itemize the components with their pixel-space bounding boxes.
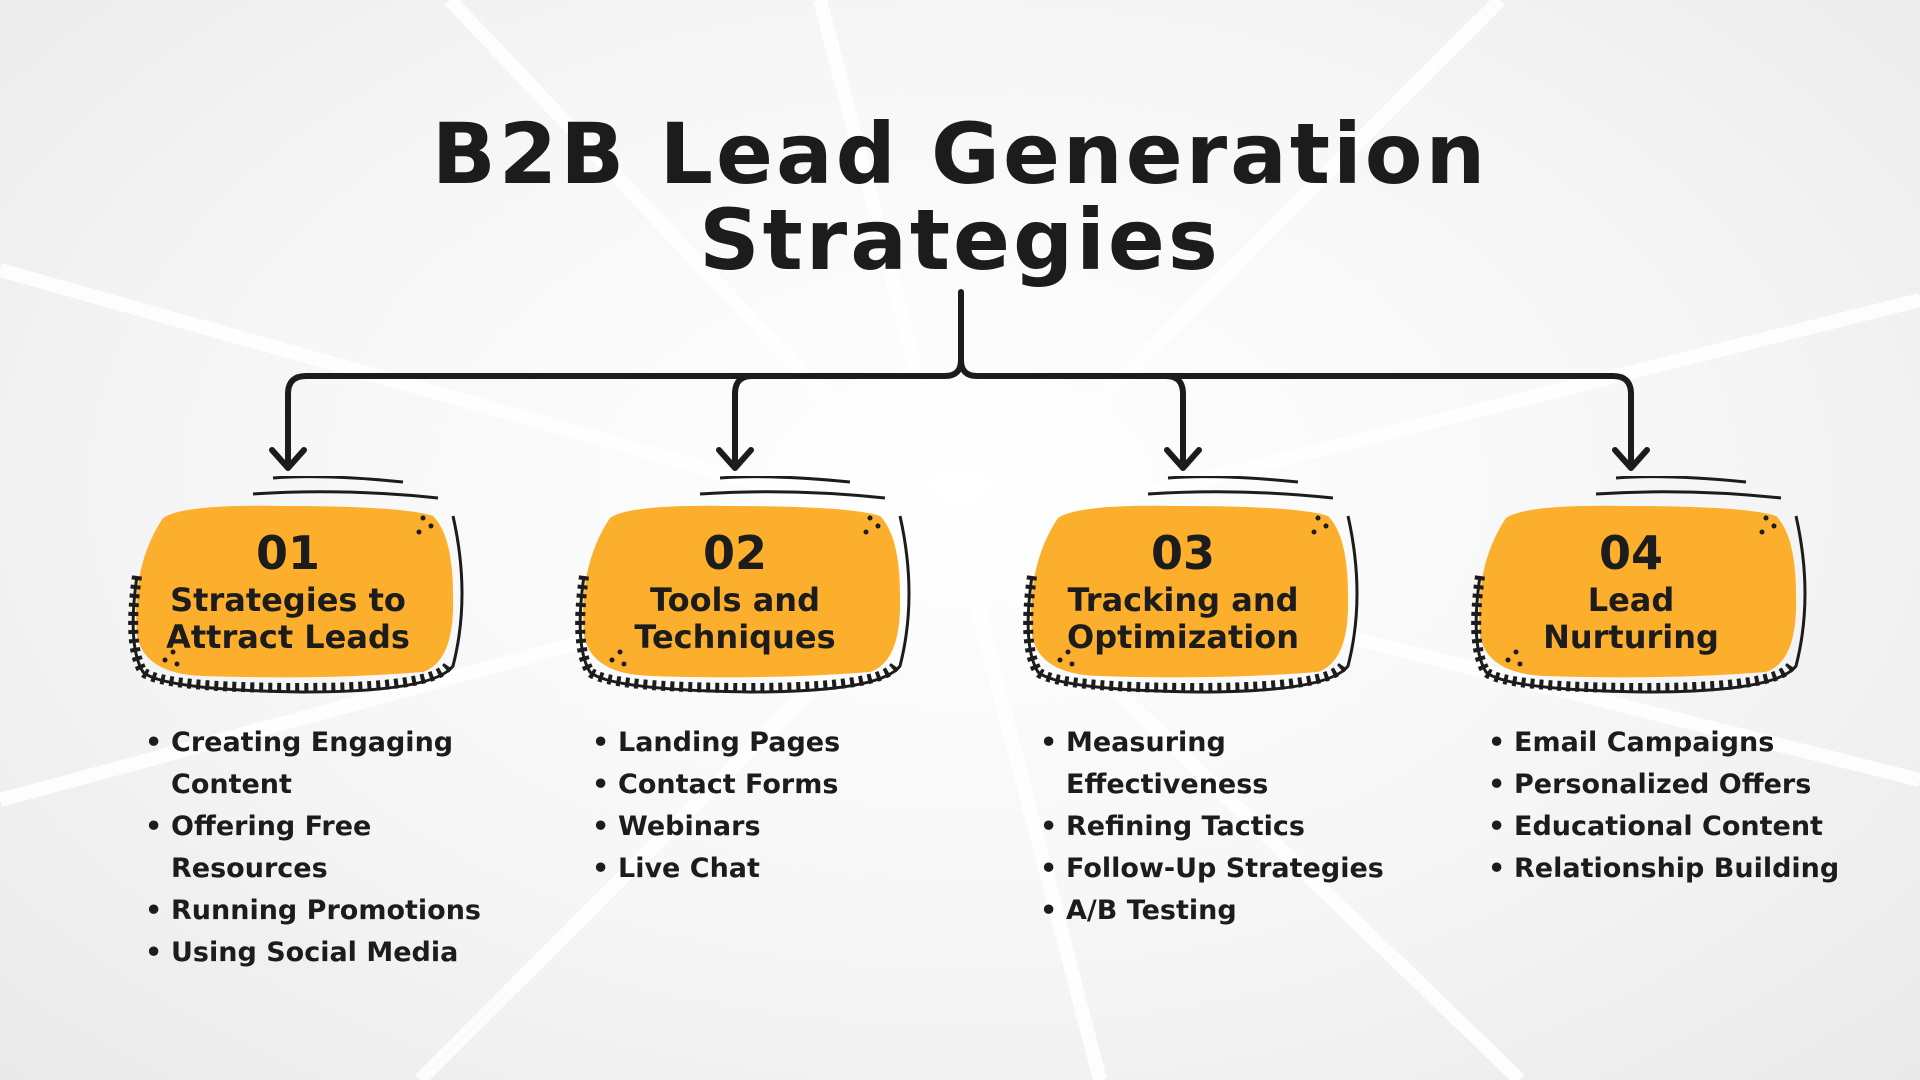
card-title-line1: Lead <box>1587 581 1675 619</box>
list-item: Using Social Media <box>145 932 507 974</box>
card-title-line1: Strategies to <box>170 581 406 619</box>
list-item: Running Promotions <box>145 890 507 932</box>
page-title-line1: B2B Lead Generation <box>431 105 1489 203</box>
card-title-line2: Nurturing <box>1543 618 1719 656</box>
card-number: 03 <box>1150 526 1215 580</box>
list-item: Personalized Offers <box>1488 764 1850 806</box>
list-item: Refining Tactics <box>1040 806 1402 848</box>
card-title-line1: Tools and <box>650 581 820 619</box>
list-item: Relationship Building <box>1488 848 1850 890</box>
list-item: Educational Content <box>1488 806 1850 848</box>
bullet-list-02: Landing PagesContact FormsWebinarsLive C… <box>592 722 954 890</box>
card-title-line2: Optimization <box>1067 618 1299 656</box>
bullet-list-04: Email CampaignsPersonalized OffersEducat… <box>1488 722 1850 890</box>
list-item: Landing Pages <box>592 722 954 764</box>
list-item: Creating Engaging Content <box>145 722 507 806</box>
list-item: Webinars <box>592 806 954 848</box>
card-number: 01 <box>255 526 320 580</box>
list-item: Offering Free Resources <box>145 806 507 890</box>
list-item: Live Chat <box>592 848 954 890</box>
card-number: 04 <box>1598 526 1663 580</box>
card-shape <box>575 476 911 694</box>
list-item: Follow-Up Strategies <box>1040 848 1402 890</box>
page-title-line2: Strategies <box>699 191 1221 289</box>
bullet-list-01: Creating Engaging ContentOffering Free R… <box>145 722 507 974</box>
card-number: 02 <box>702 526 767 580</box>
card-shape <box>1471 476 1807 694</box>
card-shape <box>128 476 464 694</box>
bullet-list-03: Measuring EffectivenessRefining TacticsF… <box>1040 722 1402 932</box>
card-title-line1: Tracking and <box>1067 581 1299 619</box>
list-item: A/B Testing <box>1040 890 1402 932</box>
card-shape <box>1023 476 1359 694</box>
card-title-line2: Attract Leads <box>166 618 410 656</box>
list-item: Contact Forms <box>592 764 954 806</box>
card-title-line2: Techniques <box>634 618 836 656</box>
list-item: Email Campaigns <box>1488 722 1850 764</box>
list-item: Measuring Effectiveness <box>1040 722 1402 806</box>
